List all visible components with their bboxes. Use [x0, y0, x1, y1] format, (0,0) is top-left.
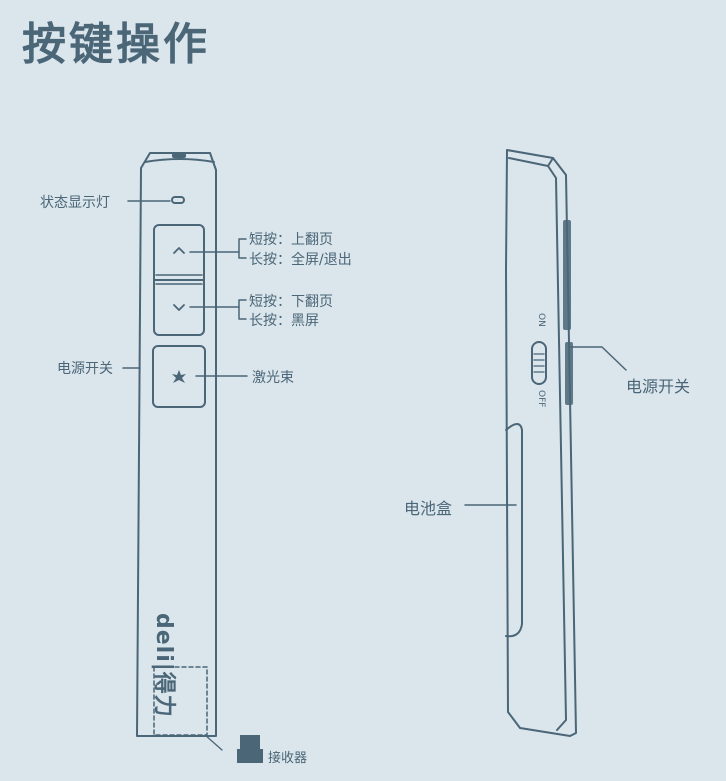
receiver-slot: [153, 666, 208, 736]
switch-off-label: OFF: [536, 390, 546, 408]
laser-label: 激光束: [252, 370, 294, 386]
status-light-label: 状态显示灯: [40, 195, 110, 211]
chevron-down-icon: [173, 304, 185, 311]
pointer-body: [136, 152, 217, 737]
switch-on-label: ON: [536, 313, 546, 327]
side-power-switch-label: 电源开关: [626, 377, 691, 396]
chevron-up-icon: [173, 247, 185, 254]
side-view: [464, 149, 627, 737]
receiver-label: 接收器: [268, 751, 308, 766]
up-short-label: 短按：上翻页: [249, 232, 333, 248]
power-switch: [531, 341, 547, 385]
up-long-label: 长按：全屏/退出: [249, 252, 352, 268]
battery-box-label: 电池盒: [404, 499, 453, 518]
down-long-label: 长按：黑屏: [249, 313, 319, 329]
front-power-switch-label: 电源开关: [57, 361, 113, 377]
front-view: [122, 152, 248, 751]
pointer-side-body: [505, 149, 577, 737]
laser-star-icon: [172, 370, 186, 383]
battery-box: [505, 423, 523, 638]
page-title: 按键操作: [22, 19, 210, 70]
down-short-label: 短按：下翻页: [249, 294, 333, 310]
status-light: [171, 196, 185, 204]
brand-logo: deli|得力: [151, 613, 176, 718]
receiver-icon: [237, 735, 263, 763]
